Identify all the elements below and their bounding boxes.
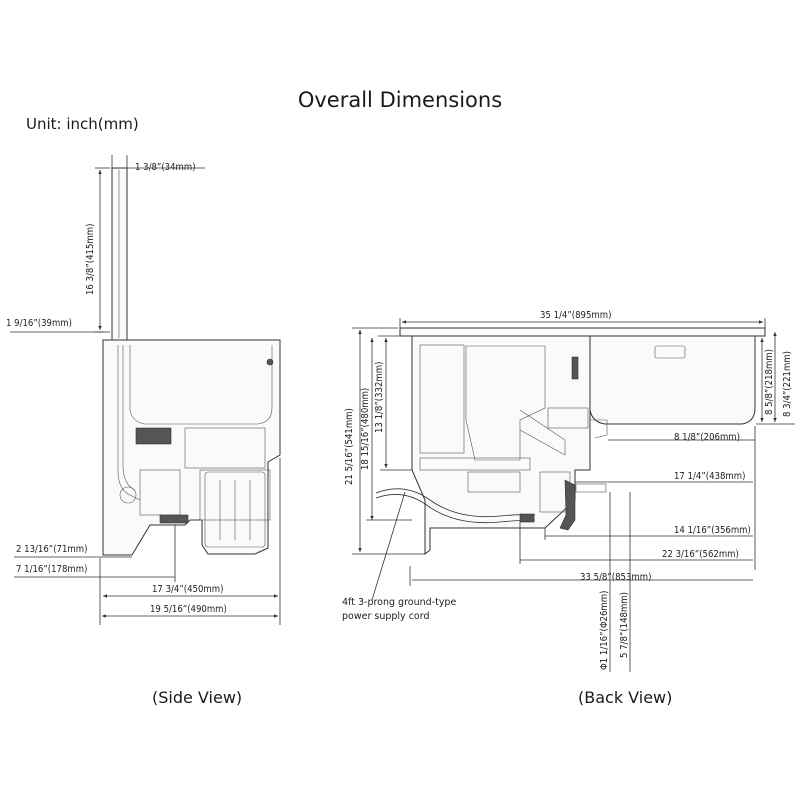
dim-sink-depth-b: 8 3/4”(221mm) bbox=[782, 351, 793, 417]
side-dimension-labels: 1 3/8”(34mm) 16 3/8”(415mm) 1 9/16”(39mm… bbox=[6, 162, 227, 615]
dim-drain-offset-b: 17 1/4”(438mm) bbox=[674, 471, 745, 482]
back-view-drawing bbox=[352, 318, 795, 672]
cord-note-line2: power supply cord bbox=[342, 611, 430, 622]
dim-total-width: 35 1/4”(895mm) bbox=[540, 310, 611, 321]
dim-hinge-offset: 1 9/16”(39mm) bbox=[6, 318, 72, 329]
dim-pipe-height: 5 7/8”(148mm) bbox=[619, 592, 630, 658]
dim-total-depth: 19 5/16”(490mm) bbox=[150, 604, 227, 615]
dim-inlet-offset: 2 13/16”(71mm) bbox=[16, 544, 87, 555]
dim-lid-thickness: 1 3/8”(34mm) bbox=[135, 162, 196, 173]
back-sink-basin bbox=[589, 335, 756, 425]
cord-note-line1: 4ft 3-prong ground-type bbox=[342, 597, 456, 608]
dim-lid-height: 16 3/8”(415mm) bbox=[85, 224, 96, 295]
dim-tub-height: 18 15/16”(480mm) bbox=[360, 388, 371, 470]
dim-pipe-diameter: Φ1 1/16”(Φ26mm) bbox=[599, 591, 610, 670]
back-dimension-labels: 35 1/4”(895mm) 21 5/16”(541mm) 18 15/16”… bbox=[342, 310, 793, 670]
dim-drain-offset-c: 14 1/16”(356mm) bbox=[674, 525, 751, 536]
dim-drain-offset-d: 22 3/16”(562mm) bbox=[662, 549, 739, 560]
dim-base-width: 33 5/8”(853mm) bbox=[580, 572, 651, 583]
dim-base-depth: 17 3/4”(450mm) bbox=[152, 584, 223, 595]
dim-outlet-offset: 7 1/16”(178mm) bbox=[16, 564, 87, 575]
back-top-plate bbox=[399, 327, 766, 337]
side-body bbox=[102, 339, 281, 556]
side-lid bbox=[111, 167, 128, 341]
side-motor-block bbox=[135, 427, 172, 445]
dim-total-height: 21 5/16”(541mm) bbox=[344, 408, 355, 485]
side-view-caption: (Side View) bbox=[152, 688, 243, 707]
back-view-caption: (Back View) bbox=[578, 688, 673, 707]
side-view-drawing bbox=[10, 155, 281, 625]
unit-label: Unit: inch(mm) bbox=[26, 115, 139, 133]
back-cabinet bbox=[411, 335, 591, 556]
dim-sink-depth-a: 8 5/8”(218mm) bbox=[764, 349, 775, 415]
dim-drain-offset-a: 8 1/8”(206mm) bbox=[674, 432, 740, 443]
page-title: Overall Dimensions bbox=[297, 88, 503, 112]
dim-inner-height: 13 1/8”(332mm) bbox=[374, 362, 385, 433]
